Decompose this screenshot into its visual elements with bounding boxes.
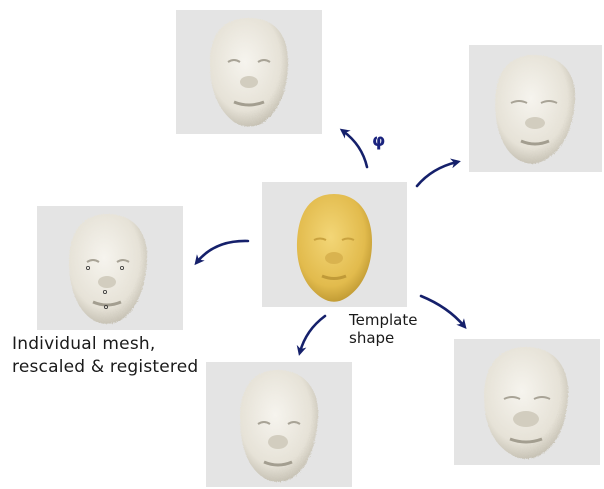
arrow-to-left bbox=[197, 241, 248, 262]
template-shape-label: Template shape bbox=[349, 311, 417, 347]
arrow-to-bottom bbox=[300, 316, 325, 352]
individual-mesh-label: Individual mesh, rescaled & registered bbox=[12, 333, 198, 379]
arrow-to-top-right bbox=[417, 162, 457, 186]
phi-label: φ bbox=[372, 131, 385, 151]
arrow-to-top bbox=[343, 131, 367, 167]
arrow-to-bottom-right bbox=[421, 296, 464, 326]
